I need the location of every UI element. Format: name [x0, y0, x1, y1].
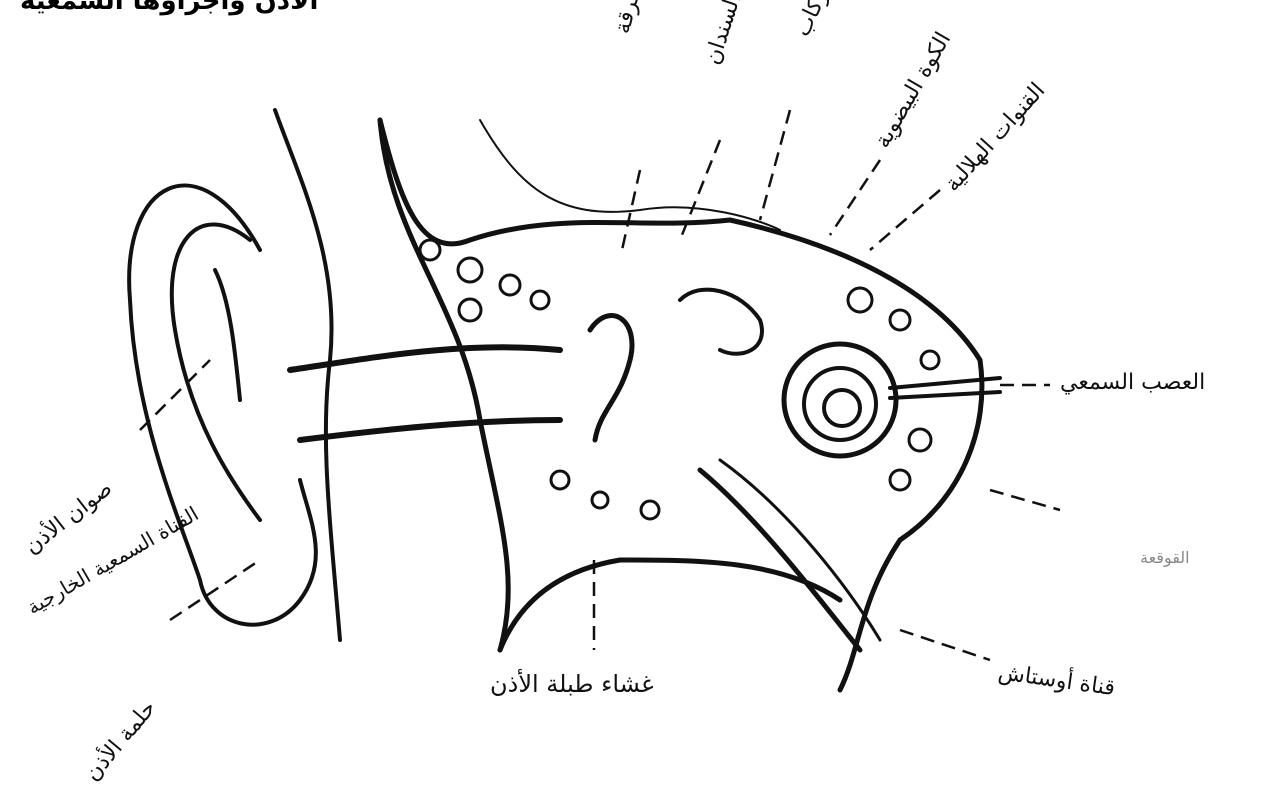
leader-eustachian: [900, 630, 990, 660]
bone-lower: [500, 560, 840, 650]
label-auditory-nerve: العصب السمعي: [1060, 370, 1205, 395]
label-eardrum: غشاء طبلة الأذن: [490, 670, 654, 698]
label-cochlea: القوقعة: [1140, 548, 1190, 567]
ear-canal-bottom: [300, 420, 560, 440]
leader-oval: [830, 160, 880, 235]
cochlea-mid: [804, 368, 876, 440]
cochlea-inner: [824, 390, 860, 426]
leader-canals: [870, 190, 940, 250]
leader-cochlea: [990, 490, 1060, 510]
ossicles: [590, 316, 632, 440]
eustachian-tube-2: [720, 460, 880, 640]
eustachian-tube: [700, 470, 860, 650]
pinna-outline: [129, 186, 316, 625]
pinna-fold: [215, 270, 240, 400]
temporal-bone: [380, 120, 982, 690]
leader-stirrup: [760, 110, 790, 220]
bone-left: [380, 120, 508, 650]
leader-anvil: [680, 140, 720, 240]
skull-line: [275, 110, 340, 640]
diagram-title: الأذن وأجزاؤها السمعية: [20, 0, 318, 16]
ossicles-2: [680, 290, 762, 354]
